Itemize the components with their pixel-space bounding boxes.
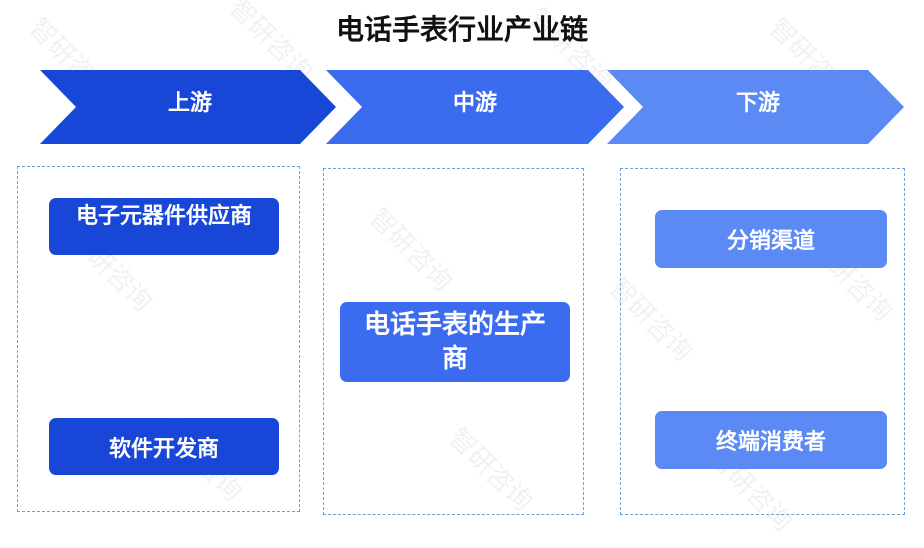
item-label: 电子元器件供应商 <box>75 203 252 229</box>
midstream-item-manufacturer: 电话手表的生产商 <box>340 302 570 382</box>
downstream-item-distribution: 分销渠道 <box>655 210 887 268</box>
stage-label-midstream: 中游 <box>452 90 497 116</box>
midstream-panel <box>323 168 584 515</box>
stage-label-downstream: 下游 <box>735 90 780 116</box>
item-label: 软件开发商 <box>108 435 219 462</box>
upstream-panel <box>17 166 300 512</box>
page-title: 电话手表行业产业链 <box>335 13 588 46</box>
midstream-chevron <box>326 70 624 144</box>
upstream-chevron <box>40 70 336 144</box>
upstream-item-software-developer: 软件开发商 <box>49 418 279 475</box>
item-label: 电话手表的生产商 <box>364 310 547 374</box>
upstream-item-electronic-components: 电子元器件供应商 <box>49 198 279 255</box>
stage-label-upstream: 上游 <box>167 90 212 116</box>
downstream-item-consumers: 终端消费者 <box>655 411 887 469</box>
item-label: 分销渠道 <box>726 228 815 254</box>
downstream-panel <box>620 168 905 515</box>
item-label: 终端消费者 <box>715 429 826 455</box>
downstream-chevron <box>607 70 904 144</box>
